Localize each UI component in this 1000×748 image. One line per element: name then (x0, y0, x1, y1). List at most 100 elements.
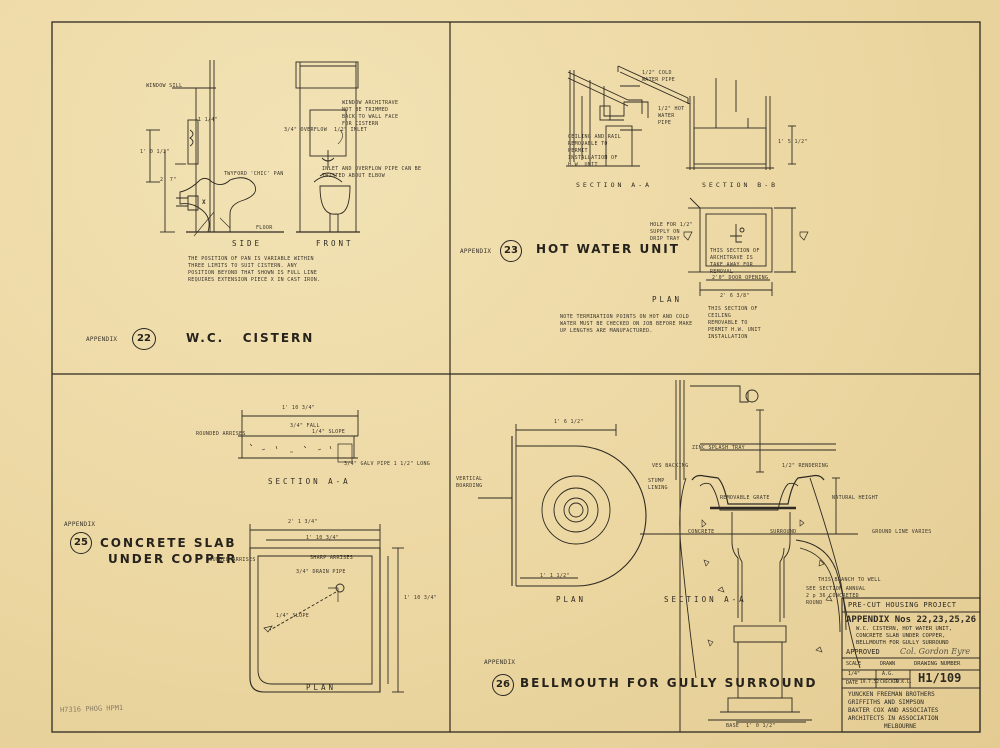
label-see-section: SEE SECTION ANNUAL 2 p 36 CONCRETED ROUN… (806, 586, 866, 606)
tb-drawn-value: A.G. (882, 671, 895, 677)
dim-wc-3: 1 1/4" (198, 117, 218, 123)
appendix-label-26: APPENDIX (484, 659, 516, 666)
tb-desc-3: BELLMOUTH FOR GULLY SURROUND (856, 640, 949, 646)
dim-slab-width: 2' 1 3/4" (288, 519, 318, 525)
dim-slab-width-inner: 1' 10 3/4" (306, 535, 340, 541)
label-surround: SURROUND (770, 529, 797, 535)
appendix-number-25: 25 (70, 532, 92, 554)
view-label-gully-plan: PLAN (556, 595, 587, 604)
label-galv-pipe: 3/4" GALV PIPE 1 1/2" LONG (344, 461, 431, 467)
tb-drawing-number-label: DRAWING NUMBER (914, 661, 961, 667)
label-backing: VES BACKING (652, 463, 689, 469)
tb-architects-1: YUNCKEN FREEMAN BROTHERS (848, 691, 935, 698)
hwu-plan (683, 197, 809, 296)
tb-architects-3: BAXTER COX AND ASSOCIATES (848, 707, 939, 714)
gully-plan (478, 424, 647, 587)
wc-note: THE POSITION OF PAN IS VARIABLE WITHIN T… (188, 256, 321, 283)
view-label-slab-plan: PLAN (306, 683, 337, 692)
view-label-section-bb: SECTION B-B (702, 181, 779, 189)
hwu-section-aa (566, 65, 691, 167)
view-label-section-aa: SECTION A-A (576, 181, 653, 189)
panel-title-25-line1: CONCRETE SLAB (100, 536, 237, 550)
appendix-number-23: 23 (500, 240, 522, 262)
dim-gully-bottom: 1' 1 1/2" (540, 573, 570, 579)
label-ceiling-rail: CEILING AND RAIL REMOVABLE TO PERMIT INS… (568, 134, 621, 168)
label-ground-line: GROUND LINE VARIES (872, 529, 932, 535)
tb-date-label: DATE (846, 680, 859, 686)
label-door-opening: 2'0" DOOR OPENING (712, 275, 769, 281)
hwu-note: NOTE TERMINATION POINTS ON HOT AND COLD … (560, 314, 693, 334)
tb-appendix-heading: APPENDIX Nos 22,23,25,26 (846, 615, 977, 625)
tb-drawing-number: H1/109 (918, 671, 962, 685)
view-label-front: FRONT (316, 239, 354, 248)
tb-approved-label: APPROVED (846, 648, 880, 656)
label-inlet-note: INLET AND OVERFLOW PIPE CAN BE TWISTED A… (322, 166, 422, 179)
appendix-number-26: 26 (492, 674, 514, 696)
label-base: BASE (726, 723, 740, 729)
slab-plan (249, 524, 404, 693)
label-slope-section: 1/4" SLOPE (312, 429, 346, 435)
gully-section-aa (640, 380, 861, 732)
view-label-gully-section: SECTION A-A (664, 595, 747, 604)
panel-title-26: BELLMOUTH FOR GULLY SURROUND (520, 676, 818, 690)
hwu-section-bb (686, 78, 796, 170)
label-stump-lining: STUMP LINING (648, 478, 668, 491)
view-label-side: SIDE (232, 239, 263, 248)
label-pan: TWYFORD 'CHIC' PAN (224, 171, 284, 177)
label-rendering: 1/2" RENDERING (782, 463, 829, 469)
label-cold-pipe: 1/2" COLD WATER PIPE (642, 70, 676, 83)
dim-hwu-plan: 2' 6 3/8" (720, 293, 750, 299)
title-block-frame (841, 597, 981, 733)
tb-drawn-label: DRAWN (880, 661, 896, 667)
tb-city: MELBOURNE (884, 723, 917, 730)
label-floor: FLOOR (256, 225, 273, 231)
label-ceiling-section: THIS SECTION OF CEILING REMOVABLE TO PER… (708, 306, 761, 340)
dim-base: 1' 0 1/2" (746, 723, 776, 729)
slab-section-aa (238, 410, 359, 463)
label-window-sill: WINDOW SILL (146, 83, 183, 89)
dim-slab-section: 1' 10 3/4" (282, 405, 316, 411)
label-rounded-arrises-plan: ROUNDED ARRISES (206, 557, 256, 563)
dim-wc-2: 2' 7" (160, 177, 177, 183)
tb-architects-2: GRIFFITHS AND SIMPSON (848, 699, 924, 706)
label-drip-hole: HOLE FOR 1/2" SUPPLY ON DRIP TRAY (650, 222, 694, 242)
label-inlet: 1/2" INLET (334, 127, 368, 133)
appendix-label-25: APPENDIX (64, 521, 96, 528)
label-sharp-arrises: SHARP ARRISES (310, 555, 354, 561)
appendix-label-23: APPENDIX (460, 248, 492, 255)
view-label-slab-section: SECTION A-A (268, 477, 351, 486)
label-fall: 3/4" FALL (290, 423, 320, 429)
label-slope-plan: 1/4" SLOPE (276, 613, 310, 619)
tb-desc-1: W.C. CISTERN, HOT WATER UNIT, (856, 626, 953, 632)
label-x: X (202, 199, 206, 206)
sheet-border (51, 21, 981, 733)
tb-checked-label: CHECKED (880, 680, 899, 685)
dim-slab-height: 1' 10 3/4" (404, 595, 438, 601)
label-natural-height: NATURAL HEIGHT (832, 495, 879, 501)
tb-desc-2: CONCRETE SLAB UNDER COPPER, (856, 633, 946, 639)
dim-hwu-section: 1' 5 1/2" (778, 139, 808, 145)
panel-title-22: W.C. CISTERN (186, 331, 315, 345)
label-rounded-arrises-section: ROUNDED ARRISES (196, 431, 246, 437)
tb-approved-signature: Col. Gordon Eyre (900, 647, 971, 656)
appendix-number-22: 22 (132, 328, 156, 350)
wc-front-view (295, 61, 360, 233)
label-vertical-boarding: VERTICAL BOARDING (456, 476, 483, 489)
tb-checked-value: W.K.L. (896, 680, 913, 685)
tb-scale-value: 1/4" (848, 671, 861, 677)
label-architrave: WINDOW ARCHITRAVE NOT BE TRIMMED BACK TO… (342, 100, 399, 127)
label-architrave-removal: THIS SECTION OF ARCHITRAVE IS TAKE AWAY … (710, 248, 760, 275)
label-drain-pipe: 3/4" DRAIN PIPE (296, 569, 346, 575)
wc-side-view (146, 60, 284, 237)
label-overflow: 3/4" OVERFLOW (284, 127, 328, 133)
dim-wc-1: 1' 0 1/2" (140, 149, 170, 155)
appendix-label-22: APPENDIX (86, 336, 118, 343)
dim-gully-top: 1' 6 1/2" (554, 419, 584, 425)
label-removable-grate: REMOVABLE GRATE (720, 495, 770, 501)
label-branch: THIS BRANCH TO WELL (818, 577, 881, 583)
view-label-hwu-plan: PLAN (652, 295, 683, 304)
label-hot-pipe: 1/2" HOT WATER PIPE (658, 106, 685, 126)
panel-title-23: HOT WATER UNIT (536, 242, 680, 256)
